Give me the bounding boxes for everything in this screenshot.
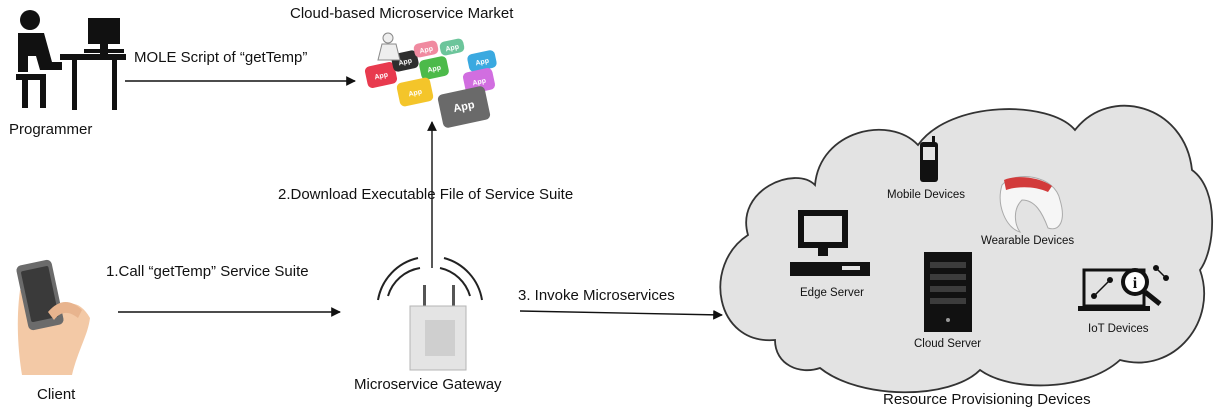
app-tile <box>419 56 449 80</box>
figure-head <box>382 32 394 44</box>
figure-body <box>377 43 401 61</box>
app-tile-label: App <box>419 46 434 56</box>
invoke-label: 3. Invoke Microservices <box>518 287 675 304</box>
iot-device-icon: i <box>1078 265 1169 311</box>
iot-devices-label: IoT Devices <box>1088 323 1149 335</box>
call-label: 1.Call “getTemp” Service Suite <box>106 263 309 280</box>
app-tile <box>437 86 491 128</box>
app-tile-label: App <box>452 99 476 115</box>
app-tile <box>462 68 496 94</box>
app-tile-label: App <box>445 44 460 54</box>
market-title: Cloud-based Microservice Market <box>290 5 514 22</box>
client-label: Client <box>37 386 76 403</box>
mole-script-label: MOLE Script of “getTemp” <box>134 49 308 66</box>
cloud-server-label: Cloud Server <box>914 338 982 350</box>
cloud-shape <box>719 105 1213 394</box>
app-tile <box>364 62 398 88</box>
mobile-phone-icon <box>920 136 938 182</box>
app-tile-label: App <box>374 72 389 82</box>
app-tile-label: App <box>398 58 413 68</box>
app-tile <box>396 77 434 107</box>
programmer-icon <box>16 10 126 110</box>
app-tile-label: App <box>472 78 487 88</box>
app-tile-label: App <box>408 89 423 99</box>
cloud-server-icon <box>924 252 972 332</box>
mobile-devices-label: Mobile Devices <box>887 189 965 201</box>
invoke-arrow <box>519 309 723 320</box>
gateway-router-icon <box>377 257 483 371</box>
download-label: 2.Download Executable File of Service Su… <box>278 186 574 203</box>
gateway-label: Microservice Gateway <box>354 376 502 393</box>
app-tile-label: App <box>427 65 442 75</box>
client-phone-icon <box>16 259 91 375</box>
wearable-device-icon <box>999 176 1063 233</box>
wearable-devices-label: Wearable Devices <box>981 235 1075 247</box>
app-tile-label: App <box>475 58 490 68</box>
programmer-label: Programmer <box>9 121 93 138</box>
app-tile <box>467 50 497 72</box>
edge-server-label: Edge Server <box>800 287 864 299</box>
svg-text:i: i <box>1133 275 1138 292</box>
app-tile <box>413 40 439 58</box>
app-tile <box>439 38 465 56</box>
cloud-label: Resource Provisioning Devices <box>883 391 1091 408</box>
edge-server-icon <box>790 210 870 276</box>
